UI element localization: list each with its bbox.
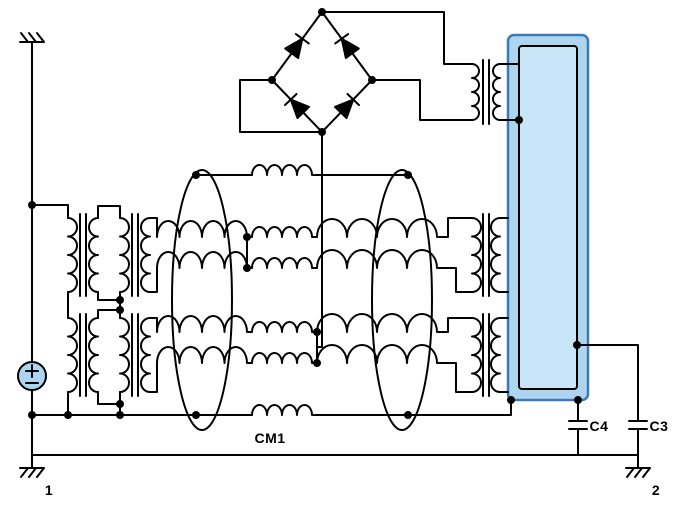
capacitor-c4 [568,420,588,430]
choke-row-top [195,164,409,176]
diode [334,33,360,59]
capacitor-plates [628,420,648,430]
choke-row-d [149,313,473,333]
choke-core-right [371,169,433,431]
choke-row-e [149,344,473,393]
capacitor-plates [568,420,588,430]
output-transformers [471,59,520,397]
choke-core-left [171,169,233,431]
common-mode-choke [149,164,473,431]
capacitor-c3 [628,420,648,430]
chassis-ground-1-icon [19,454,45,478]
chassis-ground-top-icon [19,32,45,43]
diode [284,33,310,59]
labels: CM1 C4 C3 1 2 [45,418,669,498]
diode [283,92,311,120]
winding [67,217,130,393]
choke-label: CM1 [254,430,285,446]
choke-row-b [149,217,473,238]
panel-inner-electrode [518,45,578,390]
ground-1-label: 1 [45,482,53,498]
transformer-core [79,213,139,397]
chassis-ground-2-icon [625,454,651,478]
winding [471,63,482,393]
bridge-output-wires [316,11,473,348]
voltage-source [17,361,47,391]
choke-row-bottom [195,404,409,416]
panel-bottom-wires [407,344,639,456]
junction-dots [28,8,582,419]
transformer-core [482,59,490,397]
winding [490,63,501,393]
cap-c4-label: C4 [590,418,609,434]
choke-row-c [149,249,473,293]
input-transformers [67,213,151,397]
diode-bridge [239,11,473,348]
phase-tap-stubs [246,236,318,364]
winding [88,217,151,393]
shielded-panel [506,33,590,402]
cap-c3-label: C3 [650,418,669,434]
panel-connection-wires [499,63,520,393]
bridge-outline [239,11,373,133]
ground-2-label: 2 [652,482,660,498]
schematic-ink [17,8,651,478]
diode [333,92,361,120]
plus-icon [25,364,39,378]
